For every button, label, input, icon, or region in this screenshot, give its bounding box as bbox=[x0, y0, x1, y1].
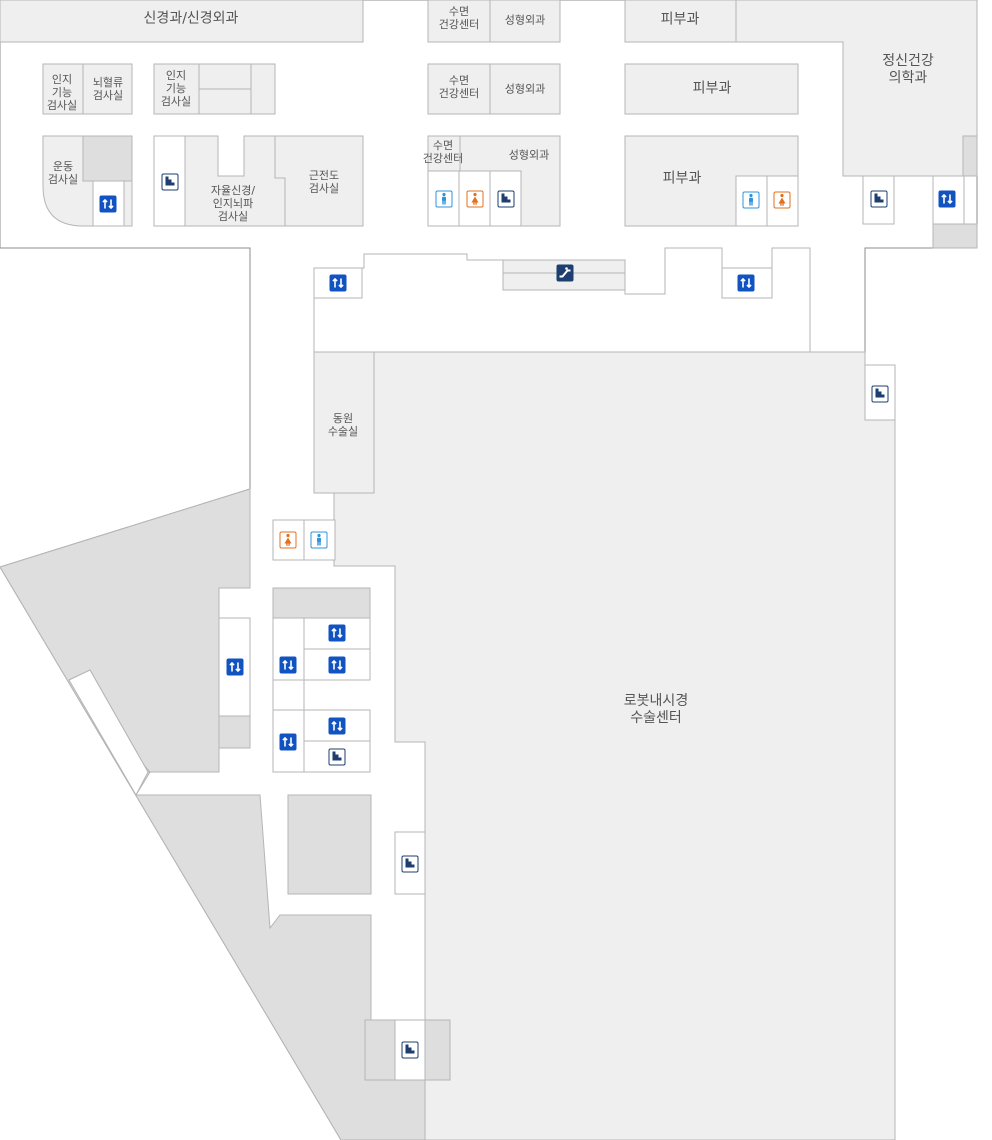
label-neurology: 신경과/신경외과 bbox=[143, 10, 239, 27]
mens-restroom-icon[interactable] bbox=[742, 191, 760, 209]
elevator-icon[interactable] bbox=[279, 656, 297, 674]
label-exercise-test: 운동 검사실 bbox=[47, 159, 79, 186]
elevator-icon[interactable] bbox=[328, 656, 346, 674]
stairs-icon[interactable] bbox=[328, 748, 346, 766]
room-sleep-center-1[interactable] bbox=[427, 0, 491, 43]
room-plastic-surgery-1[interactable] bbox=[489, 0, 561, 43]
west-wing-corridor bbox=[68, 669, 149, 797]
stairs-icon[interactable] bbox=[870, 190, 888, 208]
psychiatry-side-block bbox=[962, 135, 978, 177]
core-bottom-block bbox=[218, 715, 251, 749]
womens-restroom-icon[interactable] bbox=[279, 531, 297, 549]
label-plastic-surgery-3: 성형외과 bbox=[508, 148, 550, 162]
stairs-icon[interactable] bbox=[161, 173, 179, 191]
room-cognitive-test-1[interactable] bbox=[42, 63, 84, 115]
escalator-icon[interactable] bbox=[556, 264, 574, 282]
label-cognitive-test-2: 인지 기능 검사실 bbox=[160, 69, 192, 109]
label-robot-endoscopy-center: 로봇내시경 수술센터 bbox=[623, 693, 689, 726]
label-emg-test: 근전도 검사실 bbox=[308, 168, 340, 195]
label-dermatology-3: 피부과 bbox=[662, 170, 702, 187]
elevator-icon[interactable] bbox=[938, 190, 956, 208]
room-plastic-surgery-2[interactable] bbox=[489, 63, 561, 115]
label-cognitive-test-1: 인지 기능 검사실 bbox=[46, 73, 78, 113]
label-sleep-center-2: 수면 건강센터 bbox=[438, 73, 480, 100]
room-neurology[interactable] bbox=[0, 0, 364, 43]
label-dongwon-or: 동원 수술실 bbox=[327, 411, 359, 438]
elevator-icon[interactable] bbox=[226, 658, 244, 676]
elevator-icon[interactable] bbox=[737, 274, 755, 292]
core-top-block bbox=[272, 587, 371, 619]
elevator-icon[interactable] bbox=[99, 195, 117, 213]
lobby-corridor bbox=[313, 247, 811, 353]
label-plastic-surgery-2: 성형외과 bbox=[504, 82, 546, 96]
room-autonomic-test[interactable] bbox=[153, 135, 364, 227]
elevator-icon[interactable] bbox=[328, 624, 346, 642]
label-dermatology-2: 피부과 bbox=[692, 80, 732, 97]
label-dermatology-1: 피부과 bbox=[660, 11, 700, 28]
stairs-icon[interactable] bbox=[871, 385, 889, 403]
label-sleep-center-3: 수면 건강센터 bbox=[422, 138, 464, 165]
mens-restroom-icon[interactable] bbox=[310, 531, 328, 549]
stairs-icon[interactable] bbox=[401, 855, 419, 873]
stairs-well-5 bbox=[394, 1019, 426, 1081]
elevator-icon[interactable] bbox=[329, 274, 347, 292]
exercise-test-storage bbox=[82, 135, 133, 182]
south-stair-block-left bbox=[364, 1019, 396, 1081]
core-storage bbox=[287, 794, 372, 895]
room-sleep-center-2[interactable] bbox=[427, 63, 491, 115]
mens-restroom-icon[interactable] bbox=[435, 190, 453, 208]
room-dermatology-1[interactable] bbox=[624, 0, 737, 43]
psychiatry-storage bbox=[932, 223, 978, 249]
label-plastic-surgery-1: 성형외과 bbox=[504, 13, 546, 27]
label-sleep-center-1: 수면 건강센터 bbox=[438, 4, 480, 31]
label-eeg-test: 뇌혈류 검사실 bbox=[92, 75, 124, 102]
stairs-icon[interactable] bbox=[497, 190, 515, 208]
label-psychiatry: 정신건강 의학과 bbox=[882, 53, 934, 86]
elevator-icon[interactable] bbox=[328, 717, 346, 735]
room-dermatology-2[interactable] bbox=[624, 63, 799, 115]
room-dongwon-or[interactable] bbox=[313, 351, 375, 494]
stairs-icon[interactable] bbox=[401, 1041, 419, 1059]
room-eeg-test[interactable] bbox=[82, 63, 133, 115]
womens-restroom-icon[interactable] bbox=[773, 191, 791, 209]
south-stair-block-right bbox=[424, 1019, 451, 1081]
elevator-icon[interactable] bbox=[279, 733, 297, 751]
label-autonomic-test: 자율신경/ 인지뇌파 검사실 bbox=[210, 184, 256, 224]
womens-restroom-icon[interactable] bbox=[466, 190, 484, 208]
